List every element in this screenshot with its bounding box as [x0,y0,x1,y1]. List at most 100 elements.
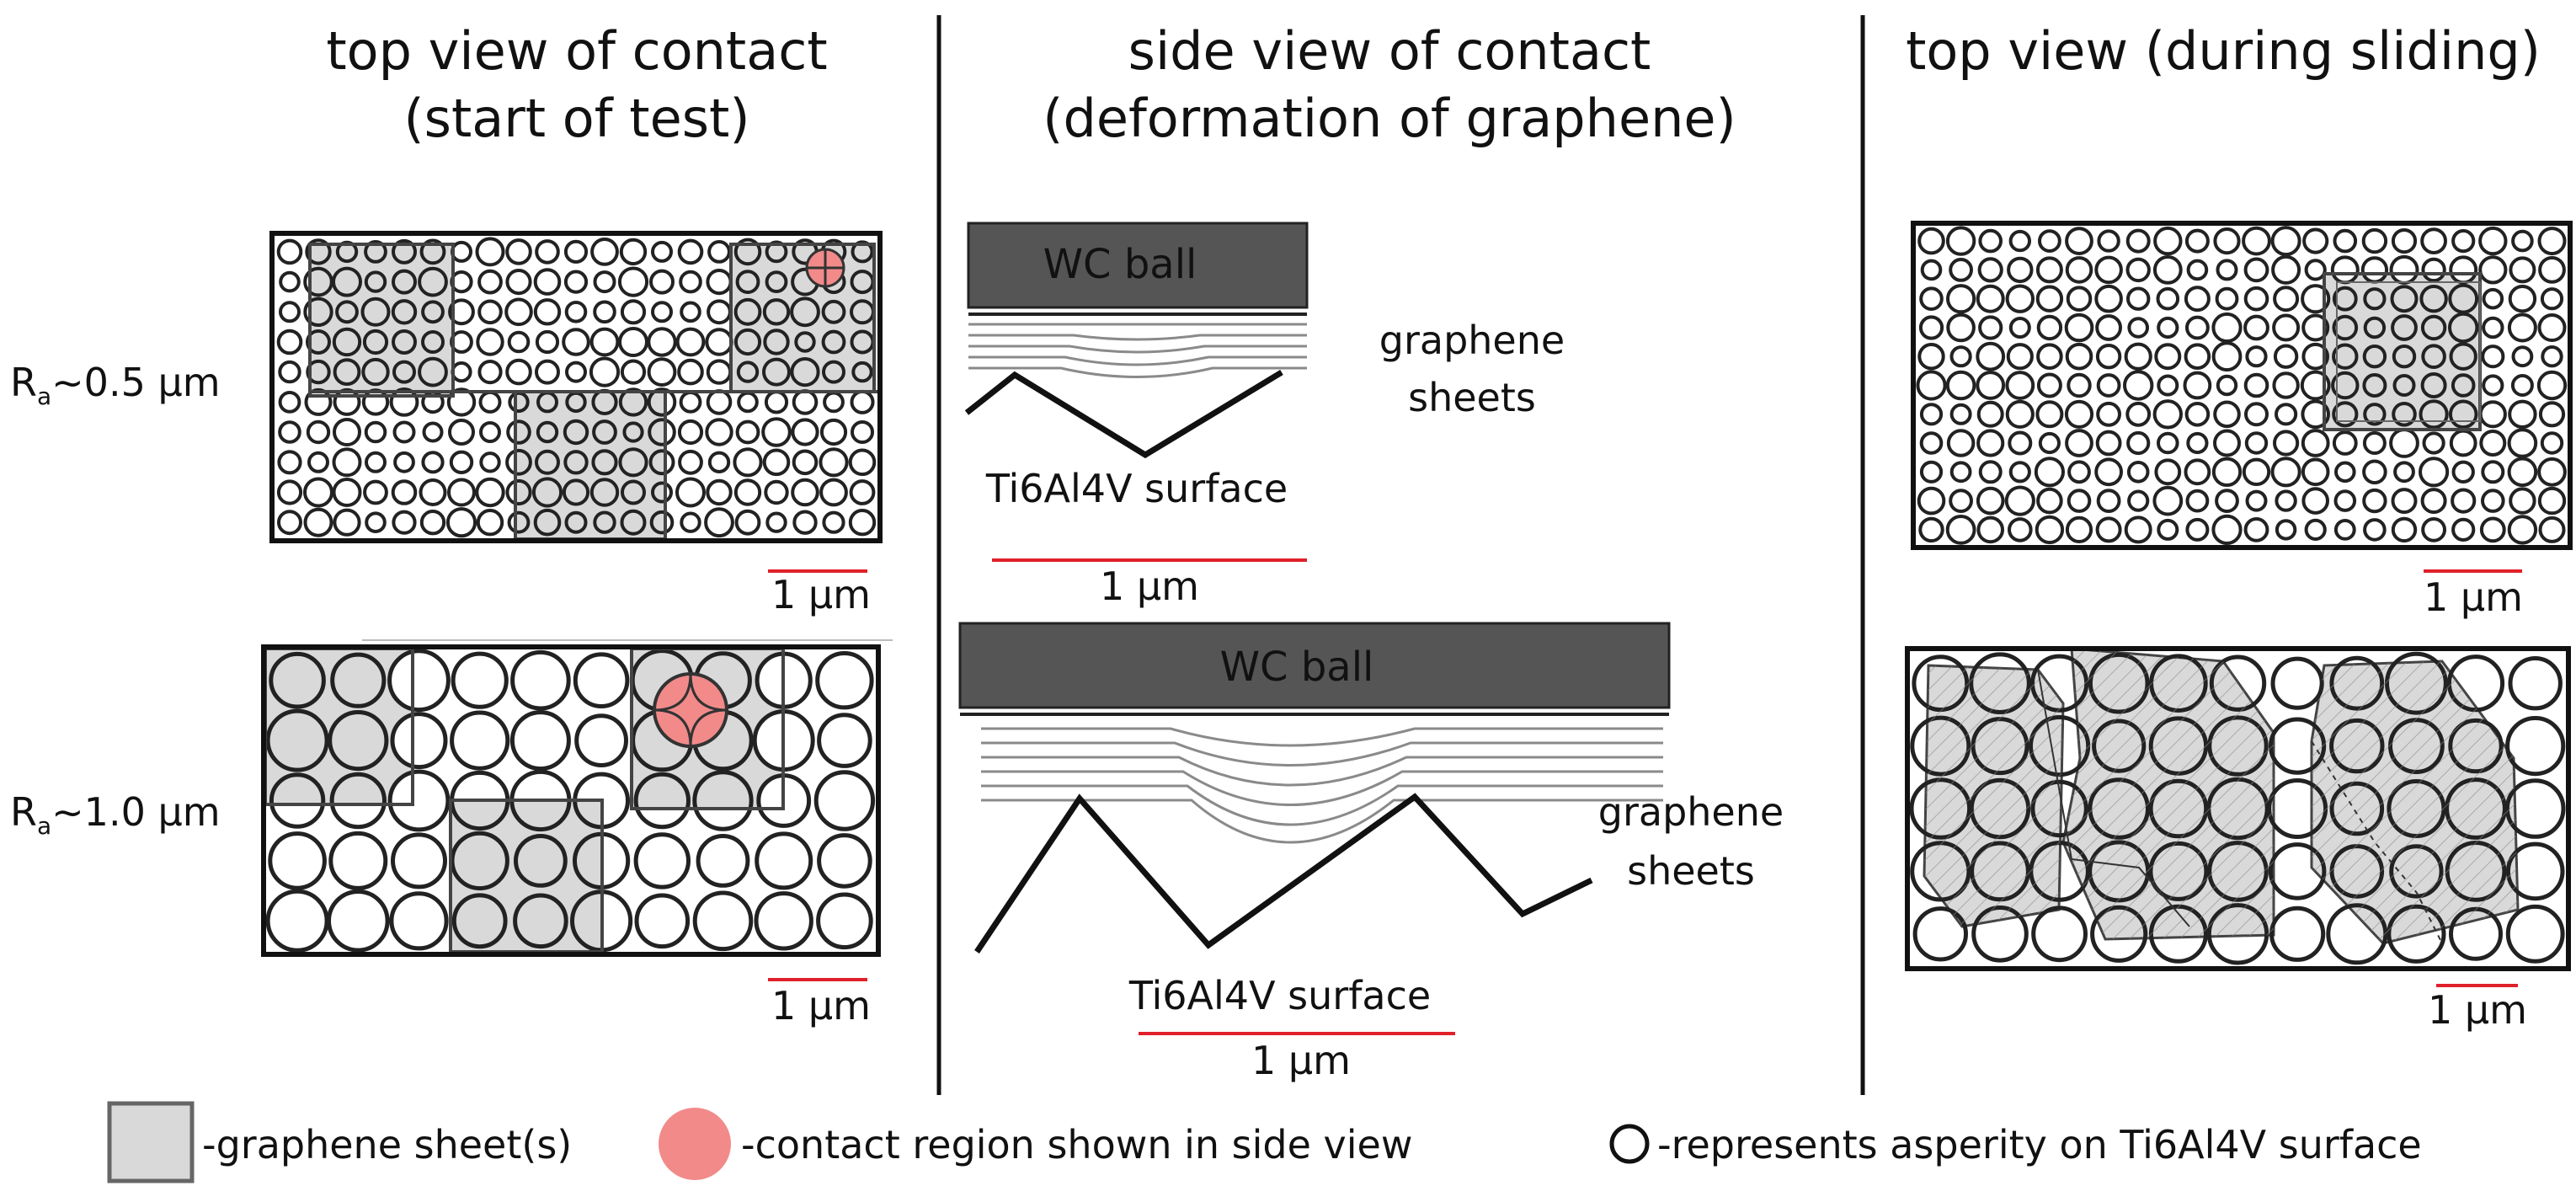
asperity-circle [2449,255,2478,285]
asperity-circle [392,420,416,444]
asperity-circle [448,298,475,326]
asperity-circle [816,892,873,950]
asperity-circle [2419,399,2449,430]
asperity-circle [418,266,448,297]
sheet-line [981,741,1663,767]
asperity-circle [754,891,813,951]
top-view-sliding-row2 [1905,646,2571,971]
asperity-circle [332,327,362,357]
asperity-circle [733,297,762,326]
asperity-circle [736,361,760,383]
asperity-circle [306,359,331,385]
middle-title-line2: (deformation of graphene) [1043,88,1736,149]
asperity-circle [677,419,704,446]
asperity-circle [2272,313,2301,342]
asperity-circle [2363,403,2387,426]
asperity-circle [2301,313,2330,342]
asperity-circle [633,832,691,889]
asperity-circle [621,479,646,505]
asperity-circle [2035,515,2065,545]
asperity-circle [2363,518,2387,542]
asperity-circle [620,299,647,325]
asperity-circle [2185,517,2210,542]
asperity-circle [619,238,648,266]
asperity-circle [332,447,362,478]
asperity-circle [564,510,588,534]
asperity-circle [451,893,508,949]
asperity-circle [2479,516,2506,543]
asperity-circle [1949,403,1972,425]
asperity-circle [2034,457,2065,488]
asperity-circle [563,450,589,475]
asperity-circle [790,357,820,387]
asperity-circle [2243,286,2269,312]
asperity-circle [2304,259,2327,281]
asperity-circle [1946,313,1976,343]
asperity-circle [848,448,877,477]
asperity-circle [1976,341,2006,371]
asperity-circle [2333,228,2358,254]
asperity-circle [2094,255,2123,285]
asperity-circle [2332,401,2359,428]
scale-label-middle-row1: 1 µm [1100,564,1199,609]
asperity-circle [278,360,301,384]
asperity-circle [329,772,387,830]
asperity-circle [333,418,361,446]
asperity-circle [2511,229,2534,253]
asperity-circle [305,238,332,265]
asperity-circle [2510,374,2534,397]
asperity-circle [419,478,447,506]
asperity-circle [1945,226,1976,256]
asperity-circle [733,447,763,478]
asperity-circle [2420,372,2447,398]
asperity-circle [813,770,876,831]
graphene-sheet-outline [308,243,455,398]
asperity-circle [418,356,448,387]
asperity-circle [2478,255,2508,285]
asperity-circle [421,330,445,354]
roughness-label-row2: Ra~1.0 µm [10,789,221,840]
asperity-circle [733,478,762,506]
asperity-circle [762,448,791,477]
asperity-circle [851,361,873,383]
asperity-circle [2333,489,2357,512]
asperity-circle [2301,429,2330,457]
surface-label-row1: Ti6Al4V surface [985,466,1288,511]
asperity-circle [563,239,589,264]
asperity-circle [2420,488,2447,515]
asperity-circle [2419,285,2448,313]
asperity-circle [2392,402,2417,427]
asperity-circle [364,420,387,444]
side-view-row2: WC ball graphene sheets Ti6Al4V surface … [958,622,1784,1083]
asperity-circle [265,708,329,772]
asperity-circle [2479,430,2507,457]
asperity-circle [2363,316,2387,339]
asperity-circle [2184,343,2211,371]
asperity-circle [1919,286,1944,312]
asperity-circle [2036,372,2062,398]
scale-label-middle-row2: 1 µm [1251,1038,1351,1083]
sheet-line [981,727,1663,747]
asperity-circle [2006,343,2034,371]
asperity-circle [2035,285,2064,313]
asperity-circle [2005,399,2035,429]
asperity-circle [2508,285,2537,313]
asperity-circle [2125,228,2151,254]
asperity-circle [765,240,788,264]
asperity-circle [2301,284,2331,314]
asperity-circle [505,358,532,386]
contact-curved-cross [653,673,728,747]
asperity-circle [761,417,792,447]
asperity-circle [2304,518,2327,542]
asperity-circle [2451,229,2476,254]
asperity-circle [733,238,762,266]
asperity-circle [706,389,733,415]
asperity-circle [562,328,590,356]
asperity-circle [389,891,449,951]
asperity-circle [2036,343,2063,371]
asperity-circle [2507,313,2537,343]
asperity-circle [477,269,503,295]
asperity-circle [477,299,503,325]
asperity-circle [2064,399,2094,429]
asperity-circle [790,296,820,328]
